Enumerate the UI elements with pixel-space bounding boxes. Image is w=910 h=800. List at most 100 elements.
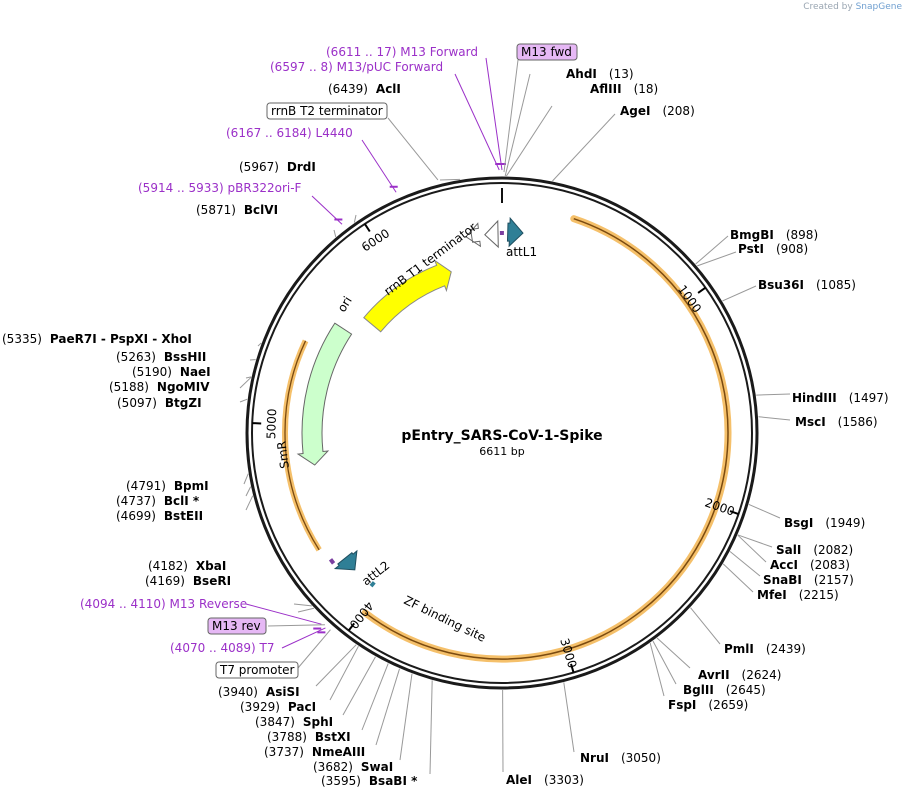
enzyme-name: MfeI xyxy=(757,588,787,602)
leader-line xyxy=(563,682,575,753)
enzyme-name: BclVI xyxy=(244,203,278,217)
enzyme-name: PmlI xyxy=(724,642,754,656)
leader-line xyxy=(267,624,325,627)
boxed-label-frame xyxy=(516,43,578,61)
primer-range: (4094 .. 4110) xyxy=(80,597,170,611)
leader-line xyxy=(387,117,439,181)
enzyme-name: AgeI xyxy=(620,104,650,118)
leader-line xyxy=(243,473,249,485)
enzyme-site: PmlI(2439) xyxy=(724,642,806,656)
enzyme-site: (5335)PaeR7I - PspXI - XhoI xyxy=(2,332,192,346)
enzyme-position: (5967) xyxy=(239,160,279,174)
feature-label-ori: ori xyxy=(335,294,355,315)
enzyme-name: AleI xyxy=(506,773,532,787)
leader-line xyxy=(690,607,721,645)
enzyme-name: AccI xyxy=(770,558,798,572)
enzyme-position: (4737) xyxy=(116,494,156,508)
enzyme-site: BmgBI(898) xyxy=(730,228,818,242)
enzyme-position: (3303) xyxy=(544,773,584,787)
enzyme-position: (5188) xyxy=(109,380,149,394)
enzyme-position: (1085) xyxy=(816,278,856,292)
enzyme-site: Bsu36I(1085) xyxy=(758,278,856,292)
enzyme-site: AleI (3303) xyxy=(506,773,584,787)
enzyme-site: (3682)SwaI xyxy=(313,760,393,774)
leader-line xyxy=(722,285,757,302)
leader-line xyxy=(649,642,665,697)
enzyme-site: (3940)AsiSI xyxy=(218,685,300,699)
enzyme-position: (4169) xyxy=(145,574,185,588)
enzyme-site: (3929)PacI xyxy=(240,700,316,714)
enzyme-site: BglII(2645) xyxy=(683,683,766,697)
leader-line xyxy=(361,663,389,731)
tick-mark xyxy=(570,663,575,673)
tick-mark xyxy=(697,286,706,294)
enzyme-position: (5871) xyxy=(196,203,236,217)
leader-line xyxy=(245,486,252,497)
leader-line xyxy=(758,416,791,421)
boxed-label-text: rrnB T2 terminator xyxy=(271,104,383,118)
enzyme-name: BmgBI xyxy=(730,228,774,242)
enzyme-name: SalI xyxy=(776,543,801,557)
attl2-arrow xyxy=(333,549,358,571)
enzyme-position: (6439) xyxy=(328,82,368,96)
enzyme-name: BclI * xyxy=(164,494,200,508)
enzyme-position: (5263) xyxy=(116,350,156,364)
leader-line xyxy=(361,139,397,193)
enzyme-site: HindIII(1497) xyxy=(792,391,889,405)
primer-range: (4070 .. 4089) xyxy=(170,641,260,655)
primer-label: (5914 .. 5933) pBR322ori-F xyxy=(138,181,302,195)
enzyme-site: (4699)BstEII xyxy=(116,509,203,523)
snapgene-credit: Created by SnapGene xyxy=(803,2,902,12)
leader-line xyxy=(756,393,791,396)
leader-line xyxy=(656,637,691,669)
enzyme-site: PstI(908) xyxy=(738,242,808,256)
boxed-label-frame xyxy=(215,661,299,679)
primer-name: L4440 xyxy=(316,126,353,140)
enzyme-position: (3050) xyxy=(621,751,661,765)
enzyme-name: BstEII xyxy=(164,509,203,523)
leader-line xyxy=(729,551,761,577)
feature-arcs xyxy=(282,188,732,663)
enzyme-site: (5097)BtgZI xyxy=(117,396,202,410)
enzyme-name: NaeI xyxy=(180,365,211,379)
leader-line xyxy=(652,640,677,685)
boxed-label-frame xyxy=(207,617,267,635)
enzyme-position: (4791) xyxy=(126,479,166,493)
smr-outer-band-core xyxy=(284,340,320,551)
leader-line xyxy=(439,178,461,181)
feature-label-zf: ZF binding site xyxy=(402,593,488,645)
leader-line xyxy=(245,495,254,511)
enzyme-site: (5967) DrdI xyxy=(239,160,316,174)
boxed-label-frame xyxy=(266,102,388,120)
leader-line xyxy=(695,235,729,265)
leader-line xyxy=(297,629,331,669)
enzyme-site: AvrII(2624) xyxy=(698,668,781,682)
leader-line xyxy=(504,73,531,177)
enzyme-site: SnaBI(2157) xyxy=(763,573,854,587)
enzyme-position: (13) xyxy=(609,67,634,81)
enzyme-name: AhdI xyxy=(566,67,597,81)
leader-line xyxy=(239,398,248,403)
enzyme-position: (2645) xyxy=(726,683,766,697)
tick-label: 1000 xyxy=(675,283,704,316)
enzyme-position: (1949) xyxy=(825,516,865,530)
enzyme-name: AvrII xyxy=(698,668,730,682)
insert-band-core xyxy=(364,217,729,660)
enzyme-position: (2157) xyxy=(814,573,854,587)
enzyme-name: DrdI xyxy=(287,160,316,174)
credit-prefix: Created by xyxy=(803,2,853,12)
enzyme-site: (5263)BssHII xyxy=(116,350,206,364)
leader-line xyxy=(257,342,262,347)
enzyme-site: NruI(3050) xyxy=(580,751,661,765)
backbone-inner-ring xyxy=(251,182,753,684)
enzyme-position: (18) xyxy=(634,82,659,96)
enzyme-position: (908) xyxy=(776,242,808,256)
enzyme-site: (4791)BpmI xyxy=(126,479,209,493)
leader-line xyxy=(297,607,315,613)
enzyme-position: (4182) xyxy=(148,559,188,573)
enzyme-site: MfeI(2215) xyxy=(757,588,839,602)
enzyme-position: (3682) xyxy=(313,760,353,774)
tick-mark xyxy=(364,223,371,233)
attl1-arrow xyxy=(506,216,524,248)
